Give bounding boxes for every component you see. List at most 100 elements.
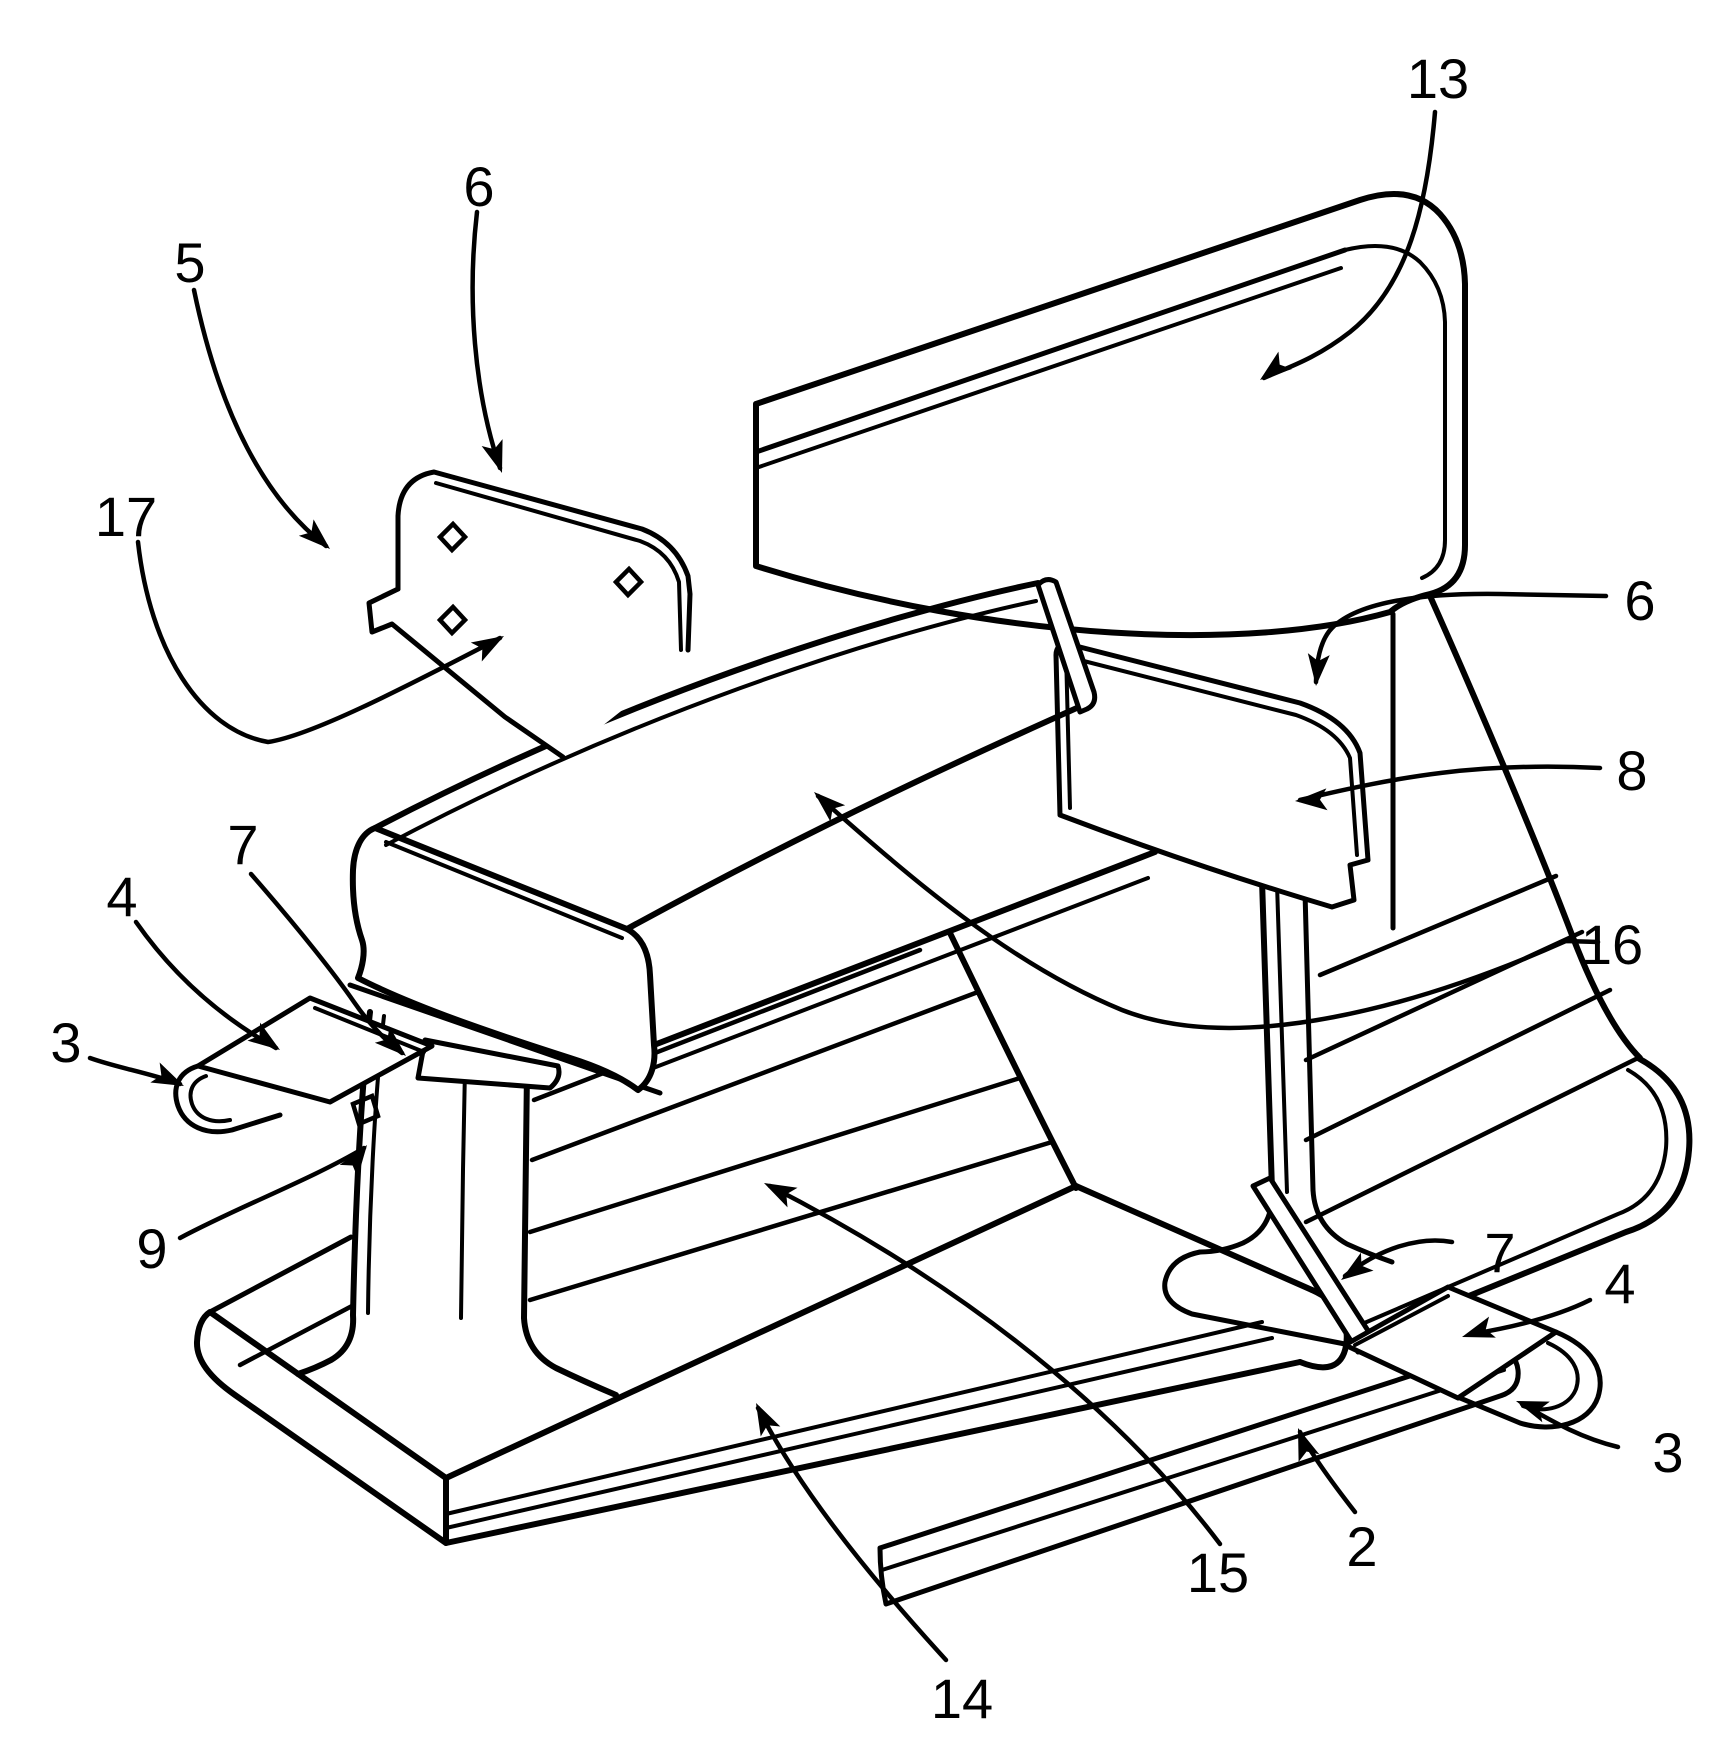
front-gauge-surface-line: [529, 989, 981, 1163]
rear-foot-surface-line: [1303, 987, 1613, 1143]
front-web-foot-fillet-left: [295, 1312, 357, 1377]
left-damping-plate: [366, 469, 693, 760]
front-head-top-edge: [372, 580, 1041, 831]
ref-label-16: 16: [1581, 913, 1643, 976]
rear-rail-head-end-face-rim: [1343, 244, 1447, 580]
right-clip-c-end-outer: [1457, 1329, 1603, 1430]
ref-label-8: 8: [1616, 739, 1647, 802]
web-hole-square: [350, 1092, 381, 1128]
front-rail-web-face: [353, 1012, 527, 1318]
left-plate-rim: [434, 481, 683, 652]
left-plate-hole: [612, 565, 645, 599]
ref-label-6: 6: [463, 155, 494, 218]
left-clip-plate-rim: [313, 1006, 426, 1054]
rear-rail-foot-end: [1353, 1055, 1693, 1345]
ref-label-14: 14: [931, 1667, 993, 1730]
ref-label-4: 4: [106, 865, 137, 928]
ref-label-15: 15: [1187, 1541, 1249, 1604]
ref-label-5: 5: [174, 231, 205, 294]
right-clip-plate: [1342, 1284, 1559, 1401]
rear-foot-surface-line: [1303, 1055, 1641, 1225]
front-foot-chamfer: [444, 1320, 1264, 1516]
front-foot-top-edge: [443, 1183, 1079, 1481]
arrowhead-web-hole: [339, 1145, 367, 1178]
ref-label-7: 7: [227, 813, 258, 876]
arrowhead-left-plate-top-edge: [481, 439, 503, 473]
right-damping-plate: [1053, 641, 1371, 910]
left-plate-face: [369, 472, 692, 757]
ref-label-2: 2: [1346, 1515, 1377, 1578]
leader-front-rail-web-foot: [767, 1183, 1223, 1547]
arrowhead-left-clip-plate: [247, 1022, 280, 1050]
rear-rail: [753, 191, 1693, 1348]
arrowhead-front-rail-foot: [756, 1403, 781, 1437]
right-clip-c-end-inner: [1521, 1341, 1580, 1412]
arrowhead-right-clip-plate: [1462, 1316, 1496, 1338]
front-foot-field-edge: [207, 1234, 354, 1315]
arrowhead-left-plate-notch: [298, 519, 330, 549]
front-rail: [194, 577, 1350, 1546]
right-spring-clip: [1250, 1175, 1603, 1430]
left-plate-top-outline: [395, 469, 693, 653]
leader-left-plate-top-edge: [470, 209, 503, 471]
arrowhead-right-plate-top-edge: [1307, 653, 1330, 686]
ref-label-7: 7: [1484, 1221, 1515, 1284]
front-gauge-surface-line: [531, 947, 923, 1103]
front-head-top-rim: [384, 599, 1038, 847]
rear-rail-head-top-edge: [753, 247, 1348, 455]
front-web-foot-fillet-right: [521, 1315, 619, 1398]
front-web-right-edge: [521, 1067, 530, 1321]
left-plate-notch-and-bottom: [366, 586, 566, 760]
right-plate-rim: [1066, 655, 1359, 857]
rear-rail-head-rim: [754, 266, 1343, 470]
front-foot-bottom-edge: [443, 1359, 1303, 1546]
front-web-right-inner: [459, 1066, 467, 1320]
arrowhead-right-clip-band: [1341, 1252, 1374, 1280]
arrowhead-front-rail-head-face: [814, 792, 846, 822]
arrowhead-rear-rail-head-top: [1260, 351, 1292, 380]
leader-front-rail-foot: [755, 1405, 949, 1663]
front-rail-head-end-face: [349, 825, 658, 1093]
leader-right-plate-face: [1297, 764, 1603, 803]
right-plate-outline: [1053, 641, 1371, 910]
left-clip-c-end-outer: [173, 1063, 283, 1135]
left-clip-c-end-inner: [188, 1074, 232, 1124]
front-gauge-surface-line: [527, 1139, 1055, 1303]
left-clip-band: [415, 1037, 562, 1091]
ref-label-3: 3: [1652, 1421, 1683, 1484]
front-head-bottom-inner: [646, 876, 1150, 1072]
rear-foot-surface-line: [1317, 873, 1559, 978]
rear-rail-foot-near-tip: [1162, 1249, 1353, 1348]
arrowhead-base-bar: [1298, 1428, 1320, 1462]
arrowhead-left-plate-face: [470, 636, 504, 662]
leader-right-plate-top-edge: [1313, 591, 1609, 685]
left-plate-hole: [436, 520, 469, 554]
arrowhead-left-clip-c-end: [150, 1062, 184, 1086]
front-head-ridge: [624, 700, 1091, 932]
leader-left-clip-plate: [133, 919, 279, 1051]
ref-label-13: 13: [1407, 47, 1469, 110]
front-foot-chamfer: [444, 1336, 1274, 1530]
rear-rail-web-left-inner: [1275, 882, 1289, 1194]
ref-label-9: 9: [136, 1217, 167, 1280]
arrowhead-right-clip-c-end: [1516, 1401, 1550, 1423]
arrowhead-right-plate-face: [1295, 788, 1328, 811]
rear-rail-web-left-edge: [1259, 877, 1275, 1193]
right-clip-plate-rim: [1353, 1294, 1450, 1347]
front-web-foot-far-fillet: [947, 930, 1079, 1191]
ref-label-3: 3: [50, 1011, 81, 1074]
arrowhead-front-rail-web-foot: [764, 1183, 798, 1208]
leader-web-hole: [177, 1145, 367, 1241]
arrowhead-left-clip-band: [374, 1026, 406, 1056]
front-gauge-surface-line: [527, 1075, 1023, 1235]
front-rail-foot-end-face: [194, 1309, 449, 1546]
base-bar-inner-line: [880, 1368, 1506, 1572]
front-foot-field-line: [237, 1303, 355, 1368]
front-head-end-face-rim: [384, 840, 624, 940]
ref-label-17: 17: [95, 485, 157, 548]
leader-left-plate-face: [135, 539, 503, 745]
rear-rail-cut-silhouette: [1427, 593, 1643, 1061]
left-plate-hole: [436, 603, 469, 637]
